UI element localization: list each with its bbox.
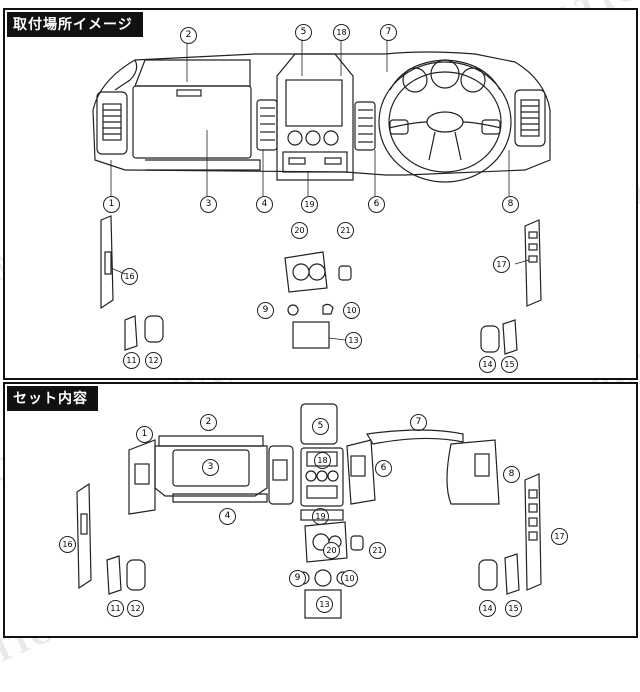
part-callout-5: 5	[295, 24, 312, 41]
part-label-7: 7	[410, 414, 427, 431]
part-callout-21: 21	[337, 222, 354, 239]
hazard-knob	[338, 265, 352, 281]
part-12-bezel	[126, 559, 146, 591]
part-11-small	[106, 555, 122, 595]
left-door-switch-panel	[100, 215, 114, 310]
part-label-16: 16	[59, 536, 76, 553]
part-20-panel	[304, 521, 348, 563]
install-location-title: 取付場所イメージ	[7, 12, 143, 37]
part-label-9: 9	[289, 570, 306, 587]
part-label-18: 18	[314, 452, 331, 469]
part-callout-1: 1	[103, 196, 120, 213]
glovebox-top-panel	[134, 59, 251, 87]
center-control-panel	[282, 151, 348, 173]
part-16-left-door-panel	[76, 482, 92, 590]
part-callout-2: 2	[180, 27, 197, 44]
part-label-17: 17	[551, 528, 568, 545]
part-9-10-pair	[314, 569, 332, 587]
part-3-glovebox-panel	[154, 445, 268, 497]
part-callout-4: 4	[256, 196, 273, 213]
part-label-20: 20	[323, 542, 340, 559]
left-vent-panel	[96, 91, 128, 155]
part-label-2: 2	[200, 414, 217, 431]
center-knob-right	[323, 130, 339, 146]
part-callout-18: 18	[333, 24, 350, 41]
part-label-8: 8	[503, 466, 520, 483]
part-label-11: 11	[107, 600, 124, 617]
switch-10	[322, 303, 334, 315]
part-callout-16: 16	[121, 268, 138, 285]
center-knob-left	[287, 130, 303, 146]
part-label-3: 3	[202, 459, 219, 476]
part-label-6: 6	[375, 460, 392, 477]
set-contents-panel: セット内容	[3, 382, 638, 638]
center-display	[285, 79, 343, 127]
lower-trim	[145, 159, 261, 171]
part-callout-13: 13	[345, 332, 362, 349]
center-knob-mid	[305, 130, 321, 146]
part-label-5: 5	[312, 418, 329, 435]
callout-leaders	[110, 40, 510, 196]
part-label-21: 21	[369, 542, 386, 559]
part-8-right-vent-panel	[446, 439, 500, 505]
part-15-small	[504, 553, 520, 595]
part-callout-19: 19	[301, 196, 318, 213]
install-location-panel: 取付場所イメージ	[3, 8, 638, 380]
switch-9	[287, 304, 299, 316]
part-label-14: 14	[479, 600, 496, 617]
part-label-19: 19	[312, 508, 329, 525]
right-vent-panel	[514, 89, 546, 147]
part-18-center-panel	[300, 447, 344, 507]
part-label-4: 4	[219, 508, 236, 525]
part-13-panel	[304, 589, 342, 619]
part-callout-14: 14	[479, 356, 496, 373]
glovebox-handle	[176, 89, 202, 97]
right-door-switch-panel	[524, 219, 542, 307]
right-small-switch	[502, 319, 518, 355]
part-21-knob	[350, 535, 364, 551]
steering-wheel	[378, 61, 512, 183]
right-small-bezel	[480, 325, 500, 353]
part-label-13: 13	[316, 596, 333, 613]
part-callout-10: 10	[343, 302, 360, 319]
part-callout-8: 8	[502, 196, 519, 213]
part-label-1: 1	[136, 426, 153, 443]
part-7-arc-strip	[366, 429, 464, 445]
part-callout-15: 15	[501, 356, 518, 373]
part-label-12: 12	[127, 600, 144, 617]
part-14-bezel	[478, 559, 498, 591]
part-callout-12: 12	[145, 352, 162, 369]
part-label-15: 15	[505, 600, 522, 617]
glovebox-lid	[132, 85, 252, 159]
dashboard-top-edge	[114, 59, 138, 91]
part-side-vent	[268, 445, 294, 505]
part-label-10: 10	[341, 570, 358, 587]
part-6-center-right-panel	[346, 439, 376, 505]
part-callout-3: 3	[200, 196, 217, 213]
set-contents-title: セット内容	[7, 386, 98, 411]
hazard-panel	[284, 251, 328, 293]
part-1-left-vent-panel	[128, 439, 156, 515]
left-small-switch	[124, 315, 138, 351]
part-5-top-panel	[300, 403, 338, 445]
center-right-vent-panel	[354, 101, 376, 151]
part-callout-11: 11	[123, 352, 140, 369]
steering-hub	[426, 111, 464, 133]
dashboard-outline	[92, 51, 551, 176]
lower-panel-13	[292, 321, 330, 349]
part-4-lower-strip	[172, 493, 268, 503]
part-callout-20: 20	[291, 222, 308, 239]
parts-layout-diagram	[76, 403, 542, 619]
part-callout-9: 9	[257, 302, 274, 319]
dashboard-install-diagram	[92, 40, 551, 355]
part-callout-7: 7	[380, 24, 397, 41]
part-2-top-strip	[158, 435, 264, 447]
part-callout-17: 17	[493, 256, 510, 273]
center-stack	[276, 53, 354, 181]
part-17-right-door-panel	[524, 473, 542, 591]
left-small-bezel	[144, 315, 164, 343]
part-callout-6: 6	[368, 196, 385, 213]
